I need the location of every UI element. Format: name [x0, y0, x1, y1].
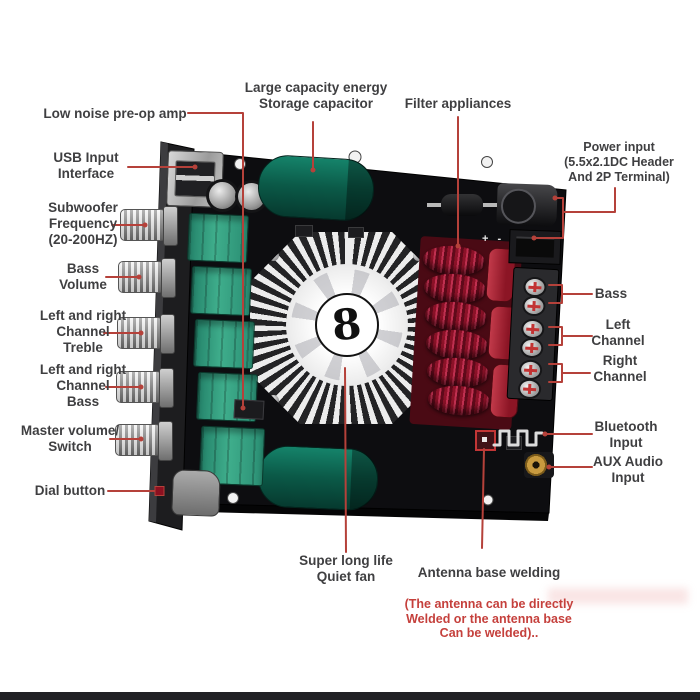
terminal-screw — [524, 297, 544, 315]
label-low-noise: Low noise pre-op amp — [43, 106, 187, 121]
power-terminal-2p — [508, 229, 562, 265]
smd-chip — [295, 225, 313, 237]
label-dial: Dial button — [34, 483, 106, 498]
label-treble: Left and right Channel Treble — [39, 308, 127, 355]
label-storage-cap: Large capacity energy Storage capacitor — [244, 80, 388, 111]
label-antenna-group: Antenna base welding (The antenna can be… — [398, 549, 580, 657]
output-terminal-block — [506, 266, 560, 402]
dial-button — [171, 469, 221, 517]
terminal-screw — [519, 380, 540, 398]
bottom-border-strip — [0, 692, 700, 700]
small-capacitor — [209, 182, 236, 209]
potentiometer-subwoofer — [186, 212, 250, 264]
storage-capacitor-top — [256, 153, 376, 223]
label-subwoofer: Subwoofer Frequency (20-200HZ) — [48, 200, 118, 247]
potentiometer-treble — [192, 318, 256, 370]
rectifier-diode — [427, 194, 497, 216]
label-fan: Super long life Quiet fan — [299, 553, 393, 584]
watermark-smudge — [548, 588, 688, 604]
mounting-hole — [482, 494, 494, 506]
antenna-weld-point — [475, 430, 496, 451]
label-filter: Filter appliances — [404, 96, 512, 111]
board-edge-shadow — [166, 503, 549, 521]
mounting-hole — [234, 158, 246, 170]
label-right-channel: Right Channel — [593, 353, 647, 384]
label-left-channel: Left Channel — [591, 317, 645, 348]
dc-power-jack — [496, 182, 558, 228]
label-bluetooth: Bluetooth Input — [594, 419, 658, 450]
label-antenna: Antenna base welding — [417, 564, 561, 580]
aux-jack — [524, 452, 554, 478]
mounting-hole — [227, 492, 239, 504]
terminal-screw — [521, 339, 542, 357]
label-bass-out: Bass — [594, 286, 628, 301]
fan-hub-label: 8 — [329, 298, 365, 351]
mounting-hole — [481, 156, 493, 168]
label-antenna-note: (The antenna can be directly Welded or t… — [404, 596, 574, 641]
smd-chip — [348, 227, 364, 238]
label-master: Master volume/ Switch — [20, 423, 120, 454]
label-channel-bass: Left and right Channel Bass — [39, 362, 127, 409]
terminal-screw — [520, 361, 541, 379]
terminal-screw — [522, 320, 543, 338]
label-usb: USB Input Interface — [53, 150, 119, 181]
label-aux: AUX Audio Input — [593, 454, 663, 485]
bluetooth-chip — [506, 436, 522, 450]
polarity-marks: + - — [482, 233, 505, 245]
terminal-screw — [525, 278, 545, 296]
cooling-fan: 8 — [286, 264, 408, 386]
storage-capacitor-bottom — [256, 444, 380, 512]
op-amp-chip — [233, 399, 265, 420]
label-power-input: Power input (5.5x2.1DC Header And 2P Ter… — [564, 140, 674, 184]
fan-hub: 8 — [315, 293, 379, 357]
label-bass-volume: Bass Volume — [59, 261, 107, 292]
knob-master-volume — [115, 421, 173, 461]
potentiometer-bass-volume — [189, 265, 253, 317]
